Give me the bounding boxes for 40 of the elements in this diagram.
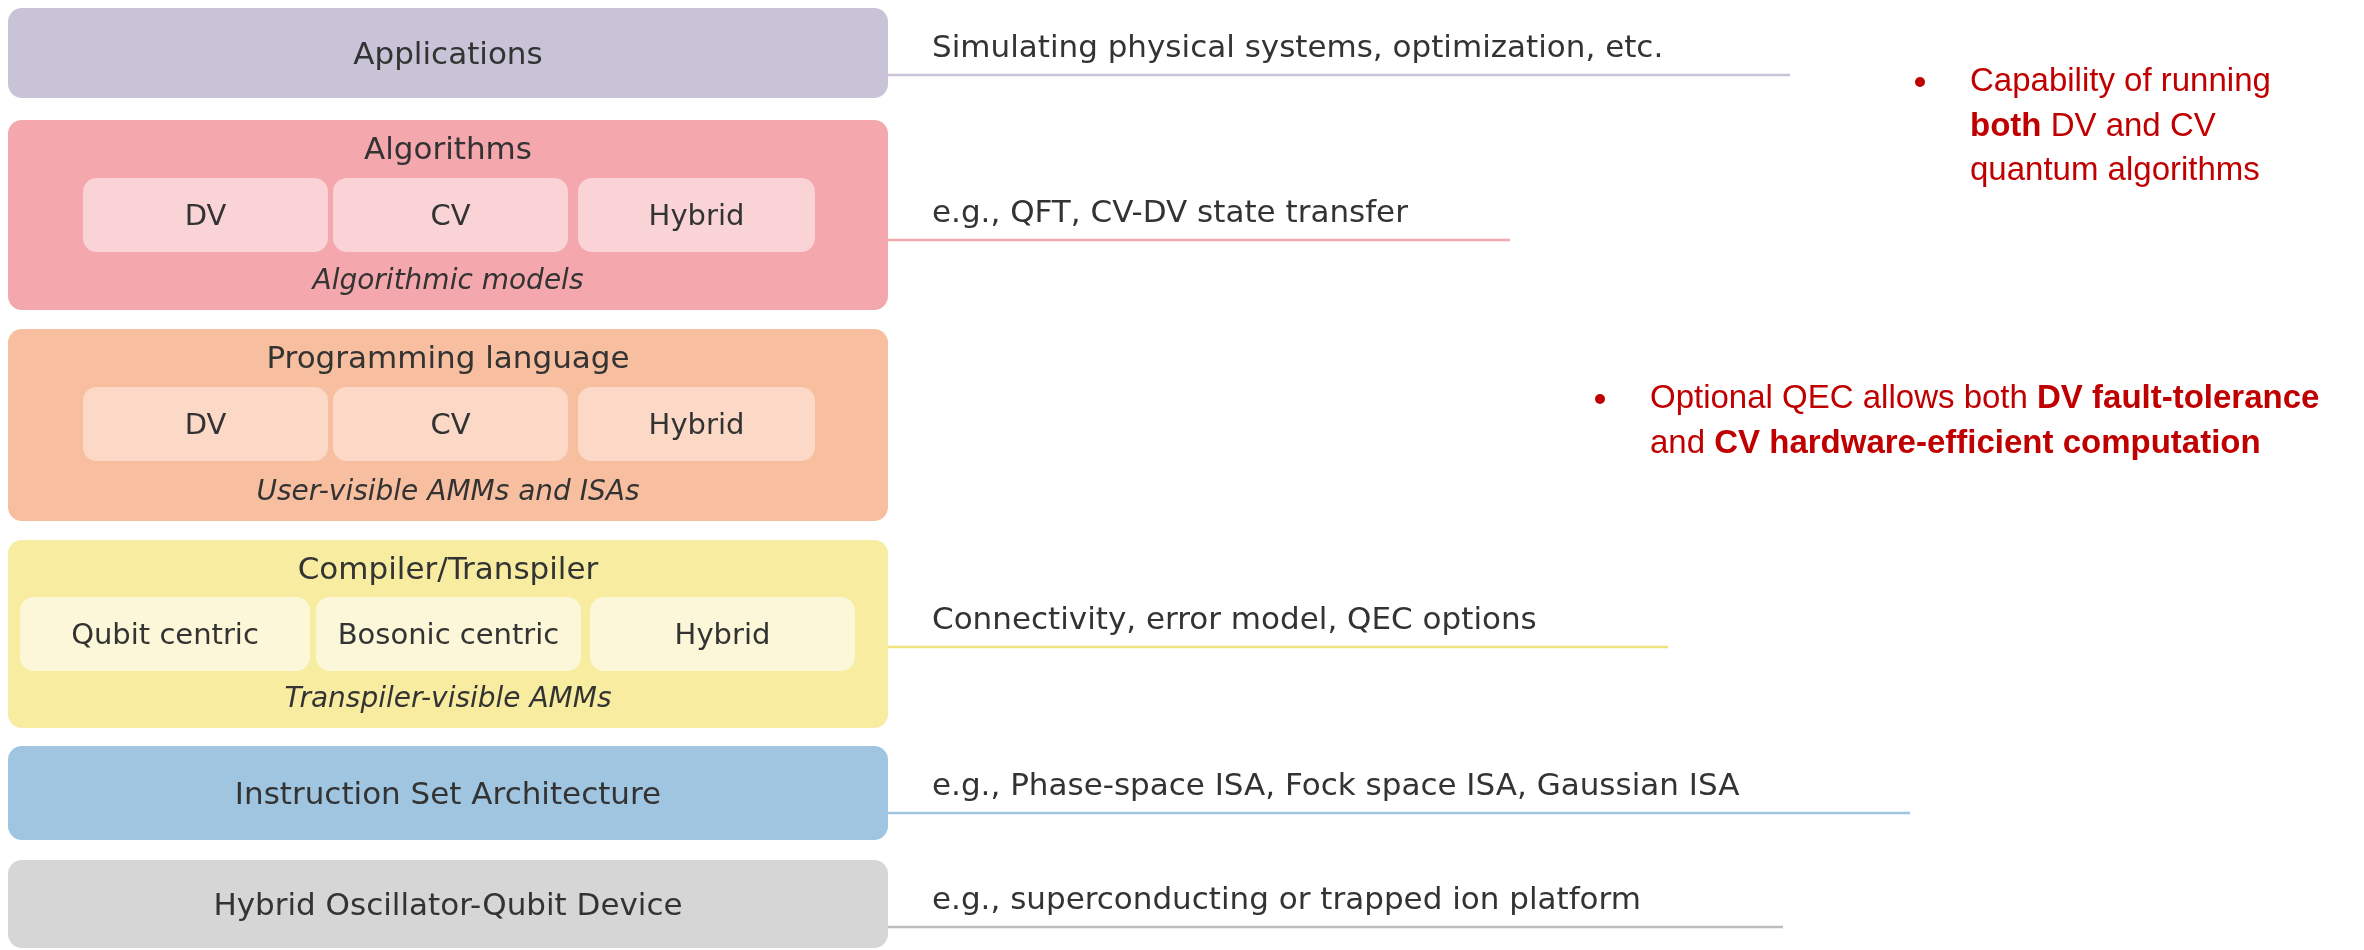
layer-box <box>8 540 888 728</box>
layer-box <box>8 746 888 840</box>
model-box <box>333 387 568 461</box>
layer-box <box>8 329 888 521</box>
bullet-note: Capability of running both DV and CV quantum algorithms <box>1970 60 2272 190</box>
example-note: Connectivity, error model, QEC options <box>932 600 1537 636</box>
layer-box <box>8 120 888 310</box>
model-box <box>578 387 815 461</box>
model-name: Hybrid <box>673 616 772 653</box>
layer-title: Compiler/Transpiler <box>296 549 600 588</box>
model-box <box>83 178 328 252</box>
model-name: DV <box>183 197 228 234</box>
layer-title: Algorithms <box>363 129 533 168</box>
example-note: e.g., QFT, CV-DV state transfer <box>932 193 1408 229</box>
model-name: Qubit centric <box>70 616 260 653</box>
layer-box <box>8 8 888 98</box>
model-box <box>83 387 328 461</box>
layer-subtitle: Transpiler-visible AMMs <box>283 680 613 716</box>
model-name: DV <box>183 406 228 443</box>
model-name: Bosonic centric <box>336 616 561 653</box>
model-name: CV <box>429 406 472 443</box>
example-note: e.g., superconducting or trapped ion platform <box>932 880 1641 916</box>
model-box <box>333 178 568 252</box>
layer-subtitle: Algorithmic models <box>310 262 585 298</box>
layer-title: Hybrid Oscillator-Qubit Device <box>212 885 684 924</box>
example-note: Simulating physical systems, optimization, etc. <box>932 28 1664 64</box>
model-box <box>316 597 581 671</box>
model-name: Hybrid <box>647 197 746 234</box>
bullet-note: Optional QEC allows both DV fault-tolerance and CV hardware-efficient computation <box>1650 377 2321 462</box>
example-note: e.g., Phase-space ISA, Fock space ISA, Gaussian ISA <box>932 766 1740 802</box>
layer-title: Programming language <box>265 338 631 377</box>
layer-title: Applications <box>352 34 544 73</box>
layer-subtitle: User-visible AMMs and ISAs <box>255 473 641 509</box>
model-name: CV <box>429 197 472 234</box>
model-box <box>590 597 855 671</box>
model-name: Hybrid <box>647 406 746 443</box>
layer-title: Instruction Set Architecture <box>233 774 663 813</box>
model-box <box>578 178 815 252</box>
model-box <box>20 597 310 671</box>
layer-box <box>8 860 888 948</box>
